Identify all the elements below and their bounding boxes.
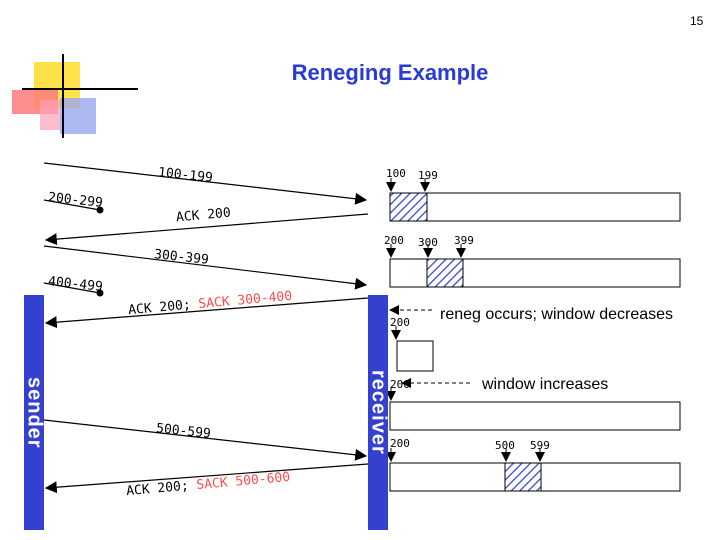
msg-arrow-300-399 bbox=[43, 245, 368, 290]
decor-blue-square bbox=[60, 98, 96, 134]
window-5-hatch bbox=[504, 462, 542, 492]
window-1-label-b: 199 bbox=[418, 169, 438, 182]
window-4-label: 200 bbox=[390, 378, 410, 391]
window-2-label-b: 300 bbox=[418, 236, 438, 249]
page-title: Reneging Example bbox=[291, 60, 489, 85]
ack-arrow-sack-500-600 bbox=[44, 463, 369, 494]
receiver-label: receiver bbox=[367, 370, 390, 455]
ack-arrow-200 bbox=[44, 213, 369, 246]
msg-arrow-500-599 bbox=[43, 419, 368, 461]
window-3-label: 200 bbox=[390, 316, 410, 329]
sender-label: sender bbox=[23, 376, 46, 449]
msg-arrow-100-199 bbox=[43, 162, 368, 205]
window-increase-note: window increases bbox=[482, 376, 609, 393]
reneg-note: reneg occurs; window decreases bbox=[440, 306, 674, 323]
window-2-label-c: 399 bbox=[454, 234, 474, 247]
window-2-hatch bbox=[426, 258, 464, 288]
page-number: 15 bbox=[690, 14, 704, 28]
ack-arrow-sack-300-400 bbox=[44, 297, 369, 329]
decor-pink-square bbox=[40, 100, 60, 130]
window-5-label-b: 500 bbox=[495, 439, 515, 452]
window-5-label-c: 599 bbox=[530, 439, 550, 452]
window-1-label-a: 100 bbox=[386, 167, 406, 180]
msg-arrow-200-299 bbox=[43, 199, 101, 211]
msg-lost-dot-200-299 bbox=[96, 206, 104, 214]
msg-lost-dot-400-499 bbox=[96, 289, 104, 297]
window-1-hatch bbox=[389, 192, 428, 222]
msg-arrow-400-499 bbox=[43, 282, 101, 294]
window-2-label-a: 200 bbox=[384, 234, 404, 247]
receiver-bar: receiver bbox=[367, 295, 390, 530]
window-1-frame bbox=[389, 192, 681, 222]
decor-horizontal-line bbox=[22, 88, 138, 90]
sender-bar: sender bbox=[23, 295, 46, 530]
window-4-frame bbox=[389, 401, 681, 431]
window-3-frame bbox=[396, 340, 434, 372]
decor-vertical-line bbox=[62, 54, 64, 138]
window-5-label-a: 200 bbox=[390, 437, 410, 450]
